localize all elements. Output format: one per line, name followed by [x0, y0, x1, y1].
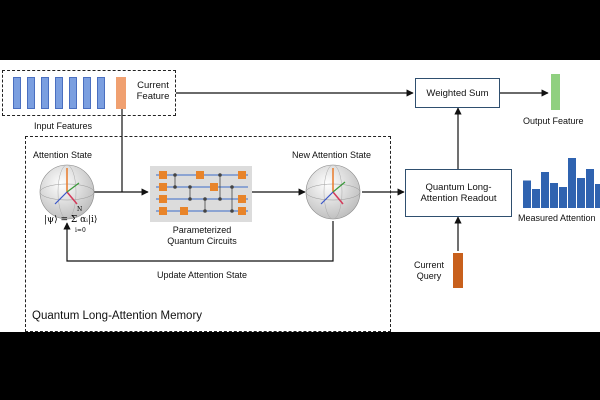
measured-attention-label: Measured Attention: [518, 213, 596, 223]
bloch-sphere-icon: [39, 164, 95, 220]
measured-attention-bar: [532, 189, 540, 208]
memory-group: [25, 136, 391, 332]
measured-attention-bar: [595, 184, 600, 208]
connector-layer: [63, 89, 549, 262]
measured-attention-bar: [568, 158, 576, 208]
input-feature-bar: [97, 77, 105, 109]
bloch-sphere-icon: [305, 164, 361, 220]
equation-lower: i=0: [75, 227, 86, 234]
measured-attention-bar: [586, 169, 594, 208]
output-feature-bar: [551, 74, 560, 110]
new-attention-state-label: New Attention State: [292, 150, 372, 160]
readout-box: Quantum Long-Attention Readout: [405, 169, 512, 217]
measured-attention-bar: [559, 187, 567, 208]
measured-attention-bar: [550, 183, 558, 208]
input-feature-bar: [13, 77, 21, 109]
weighted-sum-box: Weighted Sum: [415, 78, 500, 108]
update-attention-state-label: Update Attention State: [157, 270, 248, 280]
equation-upper: N: [77, 206, 83, 213]
equation-main: |ψ⟩ = Σ αᵢ|i⟩: [44, 215, 98, 225]
measured-attention-bar: [523, 180, 531, 208]
attention-state-label: Attention State: [33, 150, 93, 160]
input-feature-bar: [55, 77, 63, 109]
measured-attention-bar: [541, 172, 549, 208]
update-loop-arrow: [63, 221, 334, 262]
current-query-bar: [453, 253, 463, 288]
input-feature-bar: [83, 77, 91, 109]
input-features-label: Input Features: [34, 121, 93, 131]
input-feature-bar: [69, 77, 77, 109]
input-feature-bar: [41, 77, 49, 109]
memory-label: Quantum Long-Attention Memory: [32, 310, 203, 322]
current-feature-bar: [116, 77, 126, 109]
output-feature-label: Output Feature: [523, 116, 584, 126]
input-features-group: [2, 70, 176, 116]
measured-attention-bar: [577, 178, 585, 208]
state-equation: N |ψ⟩ = Σ αᵢ|i⟩ i=0: [44, 206, 110, 244]
input-feature-bar: [27, 77, 35, 109]
quantum-circuit-icon: [150, 166, 252, 222]
measured-attention-chart: [523, 158, 600, 208]
